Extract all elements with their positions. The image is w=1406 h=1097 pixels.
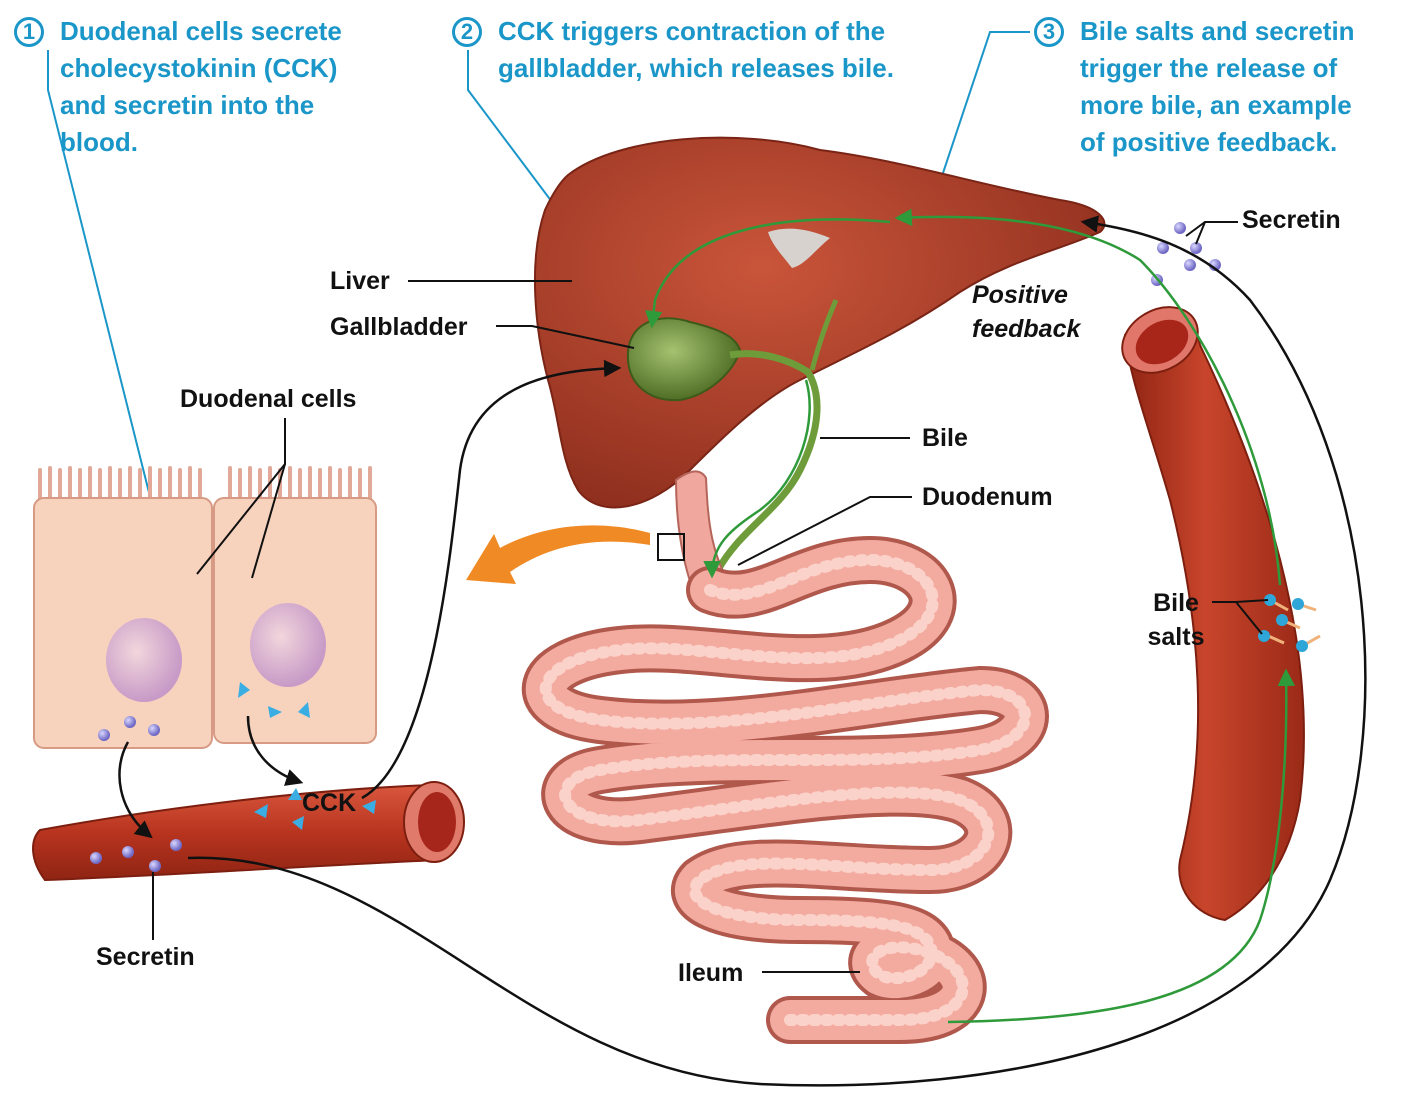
step-1-number: 1 <box>14 17 44 47</box>
label-liver: Liver <box>330 264 390 298</box>
cell-left <box>34 498 212 748</box>
label-duodenal-cells: Duodenal cells <box>180 382 356 416</box>
label-secretin-top: Secretin <box>1242 203 1341 237</box>
label-secretin-bottom: Secretin <box>96 940 195 974</box>
bottom-blood-vessel <box>33 782 464 880</box>
label-bile-salts: Bile salts <box>1138 586 1214 654</box>
step-3-number: 3 <box>1034 17 1064 47</box>
step-1-text: Duodenal cells secrete cholecystokinin (… <box>60 13 342 161</box>
step-2-text: CCK triggers contraction of the gallblad… <box>498 13 894 87</box>
orange-arrow <box>466 525 650 584</box>
label-ileum: Ileum <box>678 956 743 990</box>
step-2-number: 2 <box>452 17 482 47</box>
step-3-text: Bile salts and secretin trigger the rele… <box>1080 13 1355 161</box>
label-gallbladder: Gallbladder <box>330 310 468 344</box>
label-bile: Bile <box>922 421 968 455</box>
nucleus-right <box>250 603 326 687</box>
label-positive-feedback: Positive feedback <box>972 278 1080 346</box>
duodenal-cells <box>34 468 376 748</box>
label-cck: CCK <box>302 786 356 820</box>
label-duodenum: Duodenum <box>922 480 1053 514</box>
small-intestine <box>546 560 1025 1020</box>
nucleus-left <box>106 618 182 702</box>
microvilli <box>40 468 370 500</box>
